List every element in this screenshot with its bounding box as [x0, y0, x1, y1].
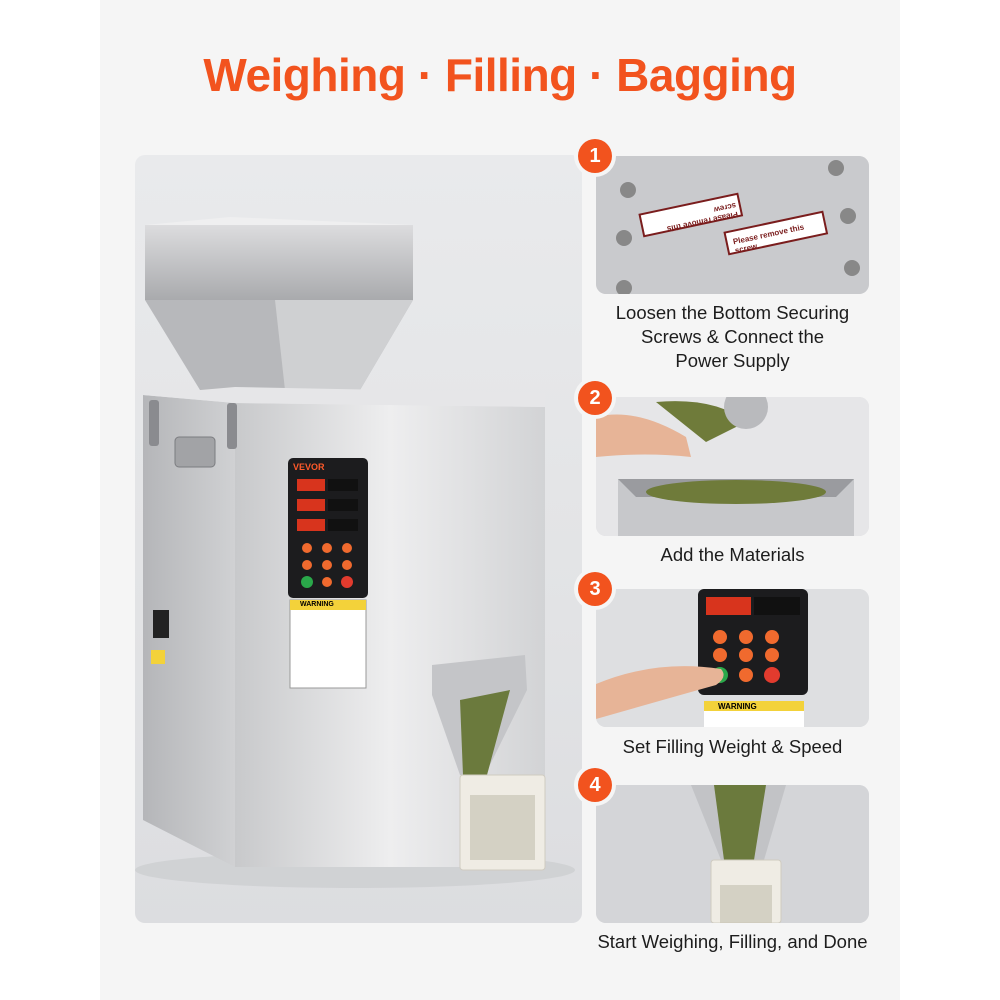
step-3-badge: 3	[578, 572, 612, 606]
bagging-illustration	[596, 785, 869, 923]
step-1-caption-line-3: Power Supply	[675, 350, 790, 371]
step-1-caption-line-1: Loosen the Bottom Securing	[615, 302, 850, 323]
step-2-caption: Add the Materials	[596, 543, 869, 567]
bottom-screws-illustration	[596, 156, 869, 294]
step-2-photo	[596, 397, 869, 536]
brand-logo: VEVOR	[293, 462, 325, 472]
step-4-caption-line-1: Start Weighing, Filling, and Done	[597, 931, 868, 952]
step-3-caption-line-1: Set Filling Weight & Speed	[622, 736, 843, 757]
step-3-caption: Set Filling Weight & Speed	[596, 735, 869, 759]
warning-sticker	[289, 599, 367, 689]
machine-side	[143, 395, 235, 867]
panel-warning-label: WARNING	[718, 702, 757, 711]
page-title: Weighing · Filling · Bagging	[203, 49, 797, 101]
machine-illustration	[135, 217, 575, 888]
step-3-photo: WARNING	[596, 589, 869, 727]
control-panel-closeup	[596, 589, 869, 727]
step-1-caption-line-2: Screws & Connect the	[640, 326, 825, 347]
step-2-caption-line-1: Add the Materials	[660, 544, 805, 565]
step-4-photo	[596, 785, 869, 923]
step-4-caption: Start Weighing, Filling, and Done	[575, 930, 890, 954]
step-1-badge: 1	[578, 139, 612, 173]
step-1-photo: Please remove this screw Please remove t…	[596, 156, 869, 294]
adding-materials-illustration	[596, 397, 869, 536]
step-2-badge: 2	[578, 381, 612, 415]
step-1-caption: Loosen the Bottom Securing Screws & Conn…	[596, 301, 869, 373]
step-4-badge: 4	[578, 768, 612, 802]
hopper-top	[145, 225, 413, 300]
hero-machine-photo: VEVOR WARNING	[135, 155, 582, 923]
warning-label: WARNING	[300, 601, 334, 608]
